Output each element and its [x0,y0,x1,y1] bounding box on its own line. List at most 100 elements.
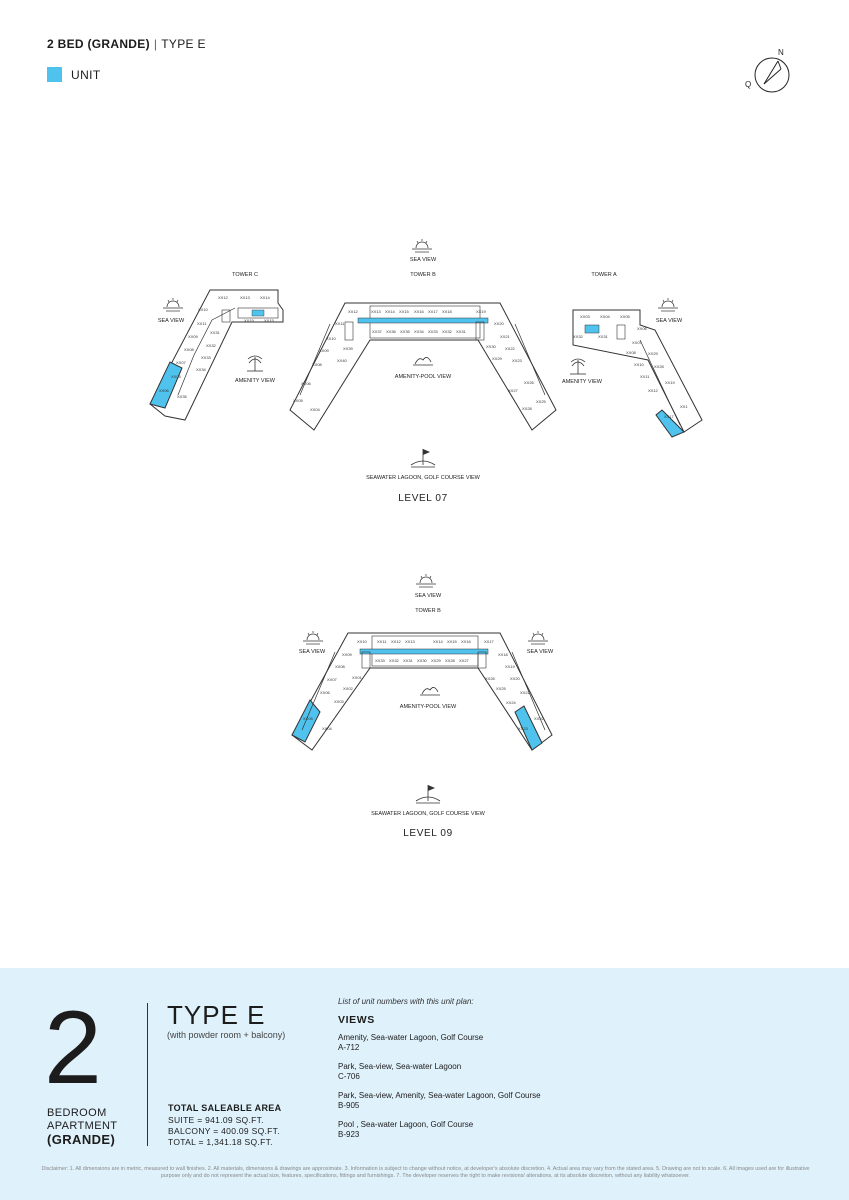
svg-text:XX12: XX12 [648,388,659,393]
title-separator: | [153,37,158,51]
unit-list-intro: List of unit numbers with this unit plan… [338,997,474,1006]
svg-text:XX18: XX18 [442,309,453,314]
svg-text:XX05: XX05 [620,314,631,319]
l07-sea-view-left: SEA VIEW [158,318,185,324]
list-item: Pool , Sea-water Lagoon, Golf Course B-9… [338,1120,578,1140]
unit-a712-highlight [655,409,685,438]
svg-text:XX05: XX05 [171,374,182,379]
balcony-area: BALCONY = 400.09 SQ.FT. [168,1126,280,1136]
svg-text:XX05: XX05 [303,716,314,721]
svg-text:XX29: XX29 [648,351,659,356]
l09-tower-b: TOWER B [415,608,441,614]
legend-label: UNIT [71,67,101,82]
unit-view: Park, Sea-view, Amenity, Sea-water Lagoo… [338,1091,541,1100]
svg-text:XX24: XX24 [506,700,517,705]
l07-tower-a: TOWER A [591,272,617,278]
svg-text:XX14: XX14 [260,295,271,300]
svg-text:XX17: XX17 [664,414,675,419]
l09-amenity-pool: AMENITY-POOL VIEW [400,704,457,710]
suite-area: SUITE = 941.09 SQ.FT. [168,1115,264,1125]
unit-number: B-905 [338,1101,360,1110]
svg-text:XX28: XX28 [445,658,456,663]
svg-text:XX15: XX15 [399,309,410,314]
svg-text:XX35: XX35 [400,329,411,334]
divider [147,1003,148,1146]
svg-text:XX32: XX32 [442,329,453,334]
svg-text:XX36: XX36 [386,329,397,334]
svg-text:XX12: XX12 [218,295,229,300]
svg-text:XX21: XX21 [520,690,531,695]
svg-text:XX40: XX40 [337,358,348,363]
views-heading: VIEWS [338,1014,375,1026]
svg-text:XX06: XX06 [159,388,170,393]
svg-text:XX13: XX13 [371,309,382,314]
svg-text:XX25: XX25 [496,686,507,691]
west-label: Q [745,80,751,89]
svg-text:XX08: XX08 [312,362,323,367]
svg-text:XX11: XX11 [197,321,207,326]
l07-amenity-pool: AMENITY-POOL VIEW [395,374,452,380]
l09-sea-view-left: SEA VIEW [299,649,326,655]
list-item: Amenity, Sea-water Lagoon, Golf Course A… [338,1033,578,1053]
svg-text:XX39: XX39 [343,346,354,351]
svg-text:XX08: XX08 [626,350,637,355]
svg-text:XX27: XX27 [459,658,470,663]
l07-amenity-view-right: AMENITY VIEW [562,379,603,385]
svg-text:XX28: XX28 [522,406,533,411]
level-09-title: LEVEL 09 [403,828,452,839]
north-label: N [778,48,784,57]
svg-text:XX29: XX29 [431,658,442,663]
svg-text:XX17: XX17 [484,639,495,644]
svg-text:XX15: XX15 [264,318,275,323]
svg-text:XX15: XX15 [447,639,458,644]
unit-view: Pool , Sea-water Lagoon, Golf Course [338,1120,474,1129]
svg-text:XX31: XX31 [598,334,609,339]
unit-b923-highlight [514,705,543,751]
svg-text:XX10: XX10 [198,307,209,312]
svg-text:XX08: XX08 [335,664,346,669]
svg-text:XX27: XX27 [508,388,519,393]
l07-tower-b: TOWER B [410,272,436,278]
svg-text:XX10: XX10 [326,336,337,341]
legend: UNIT [47,67,101,82]
level-07-labels: SEA VIEW TOWER B TOWER C TOWER A SEA VIE… [158,257,683,504]
unit-summary-panel [0,968,849,1200]
apartment-line: APARTMENT [47,1120,118,1132]
svg-text:XX33: XX33 [201,355,212,360]
l09-lagoon: SEAWATER LAGOON, GOLF COURSE VIEW [371,811,486,817]
svg-text:XX06: XX06 [320,690,331,695]
svg-text:XX10: XX10 [634,362,645,367]
unit-view: Park, Sea-view, Sea-water Lagoon [338,1062,462,1071]
svg-text:XX32: XX32 [389,658,400,663]
l09-sea-view-right: SEA VIEW [527,649,554,655]
disclaimer: Disclaimer: 1. All dimensions are in met… [41,1166,810,1179]
svg-text:XX16: XX16 [414,309,425,314]
svg-text:XX14: XX14 [385,309,396,314]
unit-c706-highlight [149,361,183,409]
svg-text:XX32: XX32 [573,334,584,339]
level-07-title: LEVEL 07 [398,493,447,504]
svg-text:XX32: XX32 [206,343,217,348]
svg-text:XX11: XX11 [335,321,345,326]
svg-text:XX07: XX07 [176,360,187,365]
l07-sea-view-top: SEA VIEW [410,257,437,263]
svg-text:XX33: XX33 [375,658,386,663]
svg-text:XX25: XX25 [536,399,547,404]
svg-text:XX23: XX23 [518,726,529,731]
svg-text:XX30: XX30 [486,344,497,349]
svg-text:XX03: XX03 [580,314,591,319]
svg-text:XX31: XX31 [210,330,221,335]
svg-text:XX26: XX26 [524,380,535,385]
bed-type-label: 2 BED (GRANDE) [47,37,150,51]
svg-text:XX16: XX16 [461,639,472,644]
area-heading: TOTAL SALEABLE AREA [168,1103,282,1113]
type-title: TYPE E [167,1000,266,1030]
svg-text:XX04: XX04 [310,407,321,412]
l07-lagoon: SEAWATER LAGOON, GOLF COURSE VIEW [366,475,481,481]
unit-number: B-923 [338,1130,360,1139]
bedroom-line: BEDROOM [47,1107,107,1119]
svg-text:XX34: XX34 [196,367,207,372]
svg-text:XX13: XX13 [240,295,251,300]
